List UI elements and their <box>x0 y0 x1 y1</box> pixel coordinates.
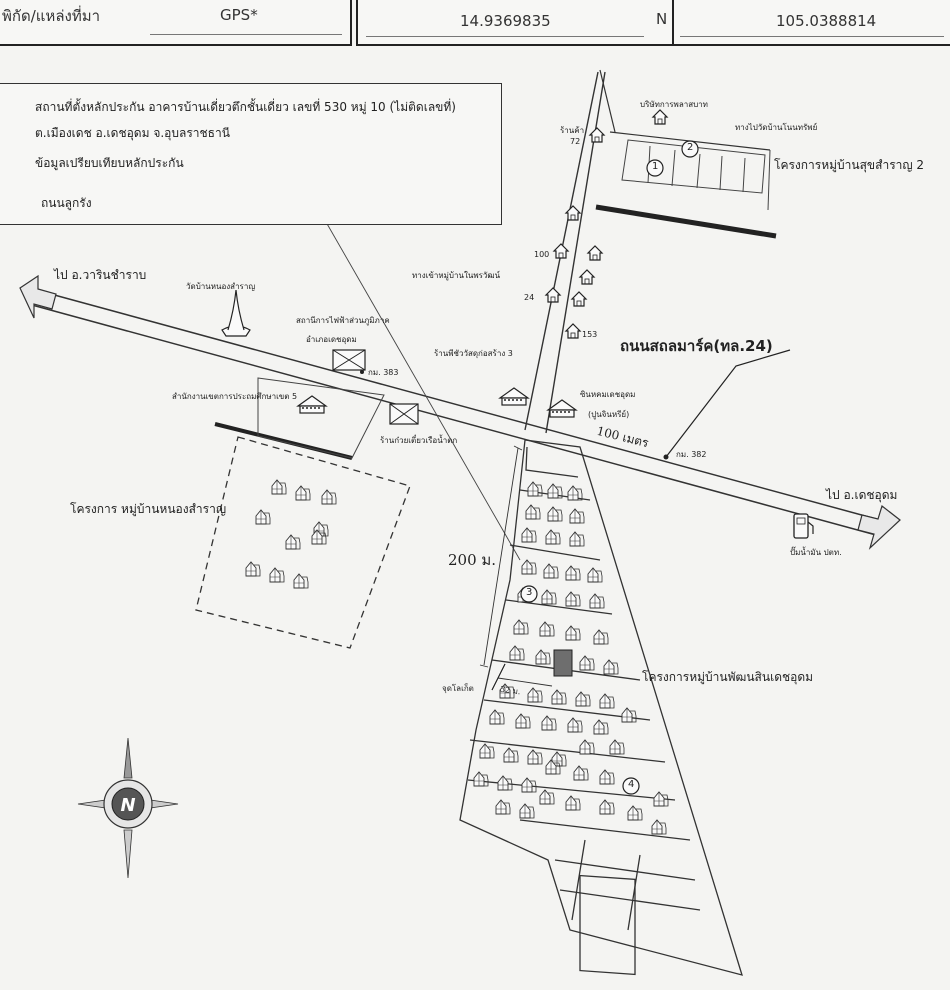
latitude-value: 14.9369835 <box>460 12 551 30</box>
gas-station-label: ปั๊มน้ำมัน ปตท. <box>790 548 842 557</box>
roadside-houses <box>545 109 668 339</box>
cement-shop-label: ซินหคมเดชอุดม <box>580 390 636 399</box>
nongsamran-houses <box>245 479 337 589</box>
to-warin-label: ไป อ.วารินชำราบ <box>54 268 147 282</box>
distance-200m-label: 200 ม. <box>448 551 497 569</box>
source-cell <box>0 0 352 46</box>
compass-icon: N <box>77 737 179 879</box>
power-station-label2: อำเภอเดชอุดม <box>306 335 357 344</box>
latitude-cell <box>356 0 674 46</box>
noodle-shop-label: ร้านก๋วยเตี๋ยวเรือน้ำตก <box>380 436 458 445</box>
dirt-road <box>214 204 777 460</box>
arrow-right-icon <box>857 504 901 550</box>
longitude-underline <box>680 36 944 37</box>
house-number-100: 100 <box>534 250 550 259</box>
km383-label: กม. 383 <box>368 368 399 377</box>
comparable-markers <box>520 140 699 795</box>
distance-32m-label: 32 ม. <box>499 684 522 697</box>
latitude-underline <box>366 36 644 37</box>
to-det-udom-label: ไป อ.เดชอุดม <box>826 488 898 502</box>
legend-subject-address: ต.เมืองเดช อ.เดชอุดม จ.อุบลราชธานี <box>35 126 230 140</box>
source-underline <box>150 34 342 35</box>
cement-shop-label2: (ปูนจินหรีย์) <box>588 410 630 419</box>
marker-number-4: 4 <box>628 779 635 790</box>
main-road-callout <box>665 349 791 458</box>
subject-property-marker <box>553 649 573 677</box>
legend-subject-label: สถานที่ตั้งหลักประกัน อาคารบ้านเดี่ยวตึก… <box>35 100 456 114</box>
compass-letter: N <box>120 795 135 816</box>
pattana-project-label: โครงการหมู่บ้านพัฒนสินเดชอุดม <box>642 670 814 684</box>
power-station-icon <box>332 349 366 371</box>
longitude-cell <box>672 0 950 46</box>
house-number-24: 24 <box>524 293 535 302</box>
legend-comparable-label: ข้อมูลเปรียบเทียบหลักประกัน <box>35 156 184 170</box>
km383-marker <box>360 370 364 374</box>
longitude-value: 105.0388814 <box>776 12 877 30</box>
noodle-shop-icon <box>389 403 419 425</box>
temple-label: วัดบ้านหนองสำราญ <box>186 282 256 291</box>
shop-label: ร้านค้า <box>560 126 585 135</box>
edu-office-compound <box>257 377 385 459</box>
edu-office-building-icon <box>297 395 327 414</box>
main-highway <box>31 289 881 536</box>
arrow-left-icon <box>19 274 57 319</box>
temple-icon <box>221 289 251 337</box>
house-number-72: 72 <box>570 137 581 146</box>
marker-number-3: 3 <box>526 587 533 598</box>
marker-number-2: 2 <box>687 142 694 153</box>
main-road-label: ถนนสถลมาร์ค(ทล.24) <box>620 337 773 355</box>
nongsamran-project-label: โครงการ หมู่บ้านหนองสำราญ <box>70 502 227 516</box>
hardware-shop-icon <box>499 387 529 406</box>
to-temple-label: ทางไปวัดบ้านโนนทรัพย์ <box>735 123 818 132</box>
sukh-samran-project-label: โครงการหมู่บ้านสุขสำราญ 2 <box>774 158 925 172</box>
house-number-153: 153 <box>582 330 598 339</box>
hardware-shop-label: ร้านพีชัววัสดุก่อสร้าง 3 <box>434 349 513 358</box>
nongsamran-project-outline <box>195 436 411 649</box>
village-entrance-label: ทางเข้าหมู่บ้านในพรวัฒน์ <box>412 271 501 280</box>
edu-office-label: สำนักงานเขตการประถมศึกษาเขต 5 <box>172 392 298 401</box>
power-station-label: สถานีการไฟฟ้าส่วนภูมิภาค <box>296 316 390 325</box>
header-bar: พิกัด/แหล่งที่มา GPS* 14.9369835 N 105.0… <box>0 0 950 48</box>
latitude-hemisphere: N <box>656 10 668 28</box>
cement-shop-icon <box>547 399 577 418</box>
marker-number-1: 1 <box>652 161 659 172</box>
gps-source-value: GPS* <box>220 6 258 24</box>
location-point-label: จุดโลเก็ต <box>442 684 474 693</box>
leader-line <box>325 221 521 561</box>
gas-pump-icon <box>793 513 814 539</box>
dimension-lines <box>479 445 553 687</box>
legend-box: สถานที่ตั้งหลักประกัน อาคารบ้านเดี่ยวตึก… <box>0 83 502 225</box>
legend-road-label: ถนนลูกรัง <box>41 196 92 210</box>
km382-label: กม. 382 <box>676 450 707 459</box>
water-tower-label: บริษัทการพลาสบาท <box>640 100 708 109</box>
location-source-label: พิกัด/แหล่งที่มา <box>2 7 101 25</box>
